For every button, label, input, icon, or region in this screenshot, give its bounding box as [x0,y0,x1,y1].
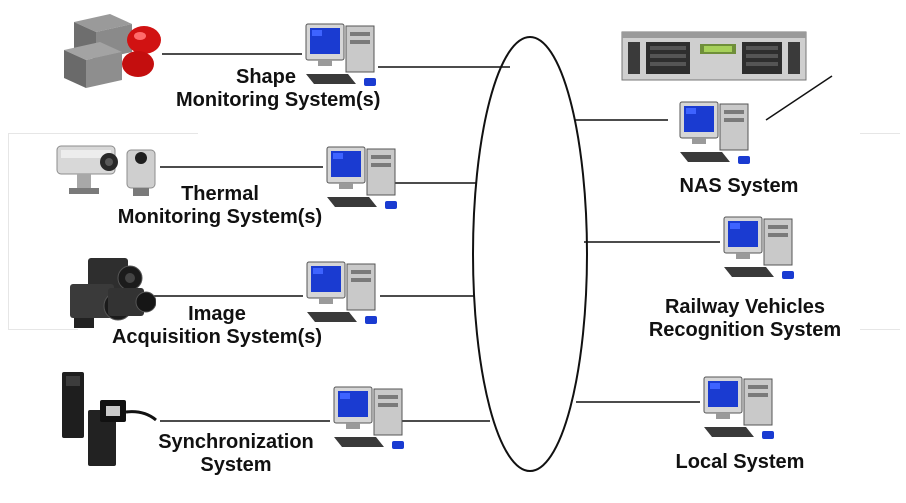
label-image-acquisition: Image Acquisition System(s) [86,303,348,349]
rack-storage-server-icon [621,31,807,81]
label-railway-recognition: Railway Vehicles Recognition System [620,296,870,342]
desktop-computer-icon [333,386,404,449]
desktop-computer-icon [305,23,376,86]
label-sync-line2: System [200,454,272,476]
label-thermal-monitoring: Thermal Monitoring System(s) [90,183,350,229]
frame-line-right-bottom [860,329,900,330]
desktop-computer-icon [306,261,377,324]
label-local-system: Local System [650,451,830,474]
label-synchronization: Synchronization System [136,431,336,477]
label-nas-line1: NAS System [679,175,799,197]
label-shape-monitoring: Shape Monitoring System(s) [176,66,381,112]
label-railway-line2: Recognition System [648,319,842,341]
label-image-line1: Image [188,303,246,325]
label-railway-line1: Railway Vehicles [664,296,826,318]
label-nas-system: NAS System [654,175,824,198]
light-barrier-sensor-icon [62,372,157,466]
label-sync-line1: Synchronization [158,431,314,453]
frame-line-left-vertical [8,133,9,329]
desktop-computer-icon [679,101,750,164]
label-local-line1: Local System [675,451,805,473]
desktop-computer-icon [703,376,774,439]
label-thermal-line2: Monitoring System(s) [117,206,323,228]
network-bus-ellipse [472,36,588,472]
desktop-computer-icon [326,146,397,209]
frame-line-left-top [8,133,198,134]
label-thermal-line1: Thermal [181,183,259,205]
link-nas-pc-to-storage [765,75,833,121]
frame-line-left-bottom [8,329,78,330]
thermal-camera-icon [56,145,156,196]
industrial-camera-icon [70,258,156,328]
label-shape-line2: Monitoring System(s) [176,89,381,111]
frame-line-right-top [860,133,900,134]
label-shape-line1: Shape [235,66,297,88]
shape-sensor-boxes-icon [64,14,161,88]
label-image-line2: Acquisition System(s) [111,326,323,348]
desktop-computer-icon [723,216,794,279]
